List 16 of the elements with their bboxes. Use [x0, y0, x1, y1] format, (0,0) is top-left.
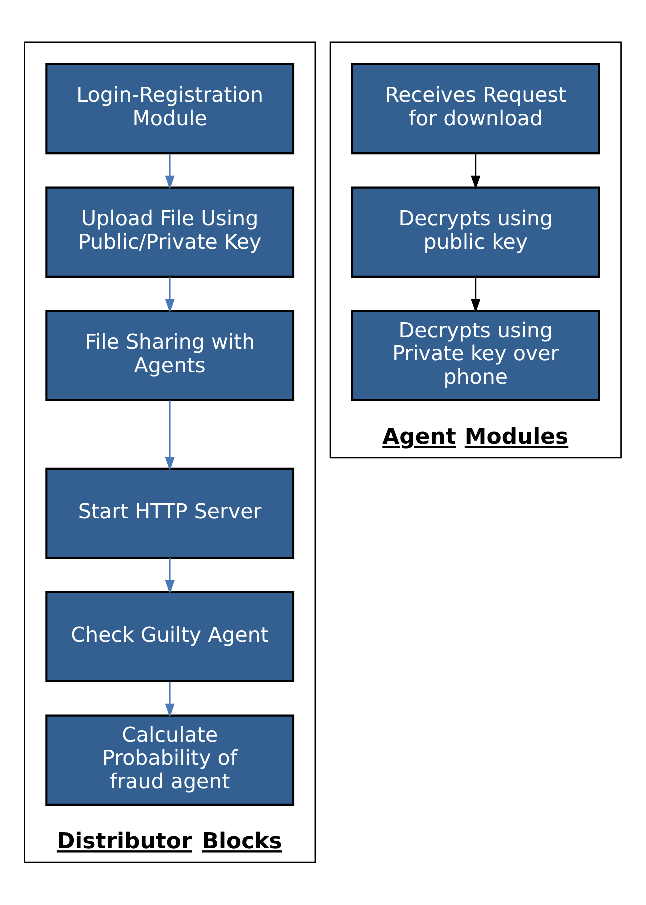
- arrow: [165, 558, 175, 594]
- node-box: Upload File Using Public/Private Key: [46, 186, 295, 278]
- node-box: Decrypts using Private key over phone: [351, 310, 600, 402]
- arrow: [165, 277, 175, 314]
- node-box: Check Guilty Agent: [46, 591, 295, 683]
- node-box: Decrypts using public key: [351, 186, 600, 278]
- node-box: File Sharing with Agents: [46, 310, 295, 402]
- arrow: [471, 154, 481, 190]
- arrow: [165, 400, 175, 471]
- arrow: [165, 682, 175, 718]
- node-box: Start HTTP Server: [46, 468, 295, 560]
- arrow: [471, 277, 481, 314]
- node-box: Receives Request for download: [351, 63, 600, 155]
- arrow: [165, 154, 175, 190]
- node-box: Login-Registration Module: [46, 63, 295, 155]
- node-box: Calculate Probability of fraud agent: [46, 714, 295, 806]
